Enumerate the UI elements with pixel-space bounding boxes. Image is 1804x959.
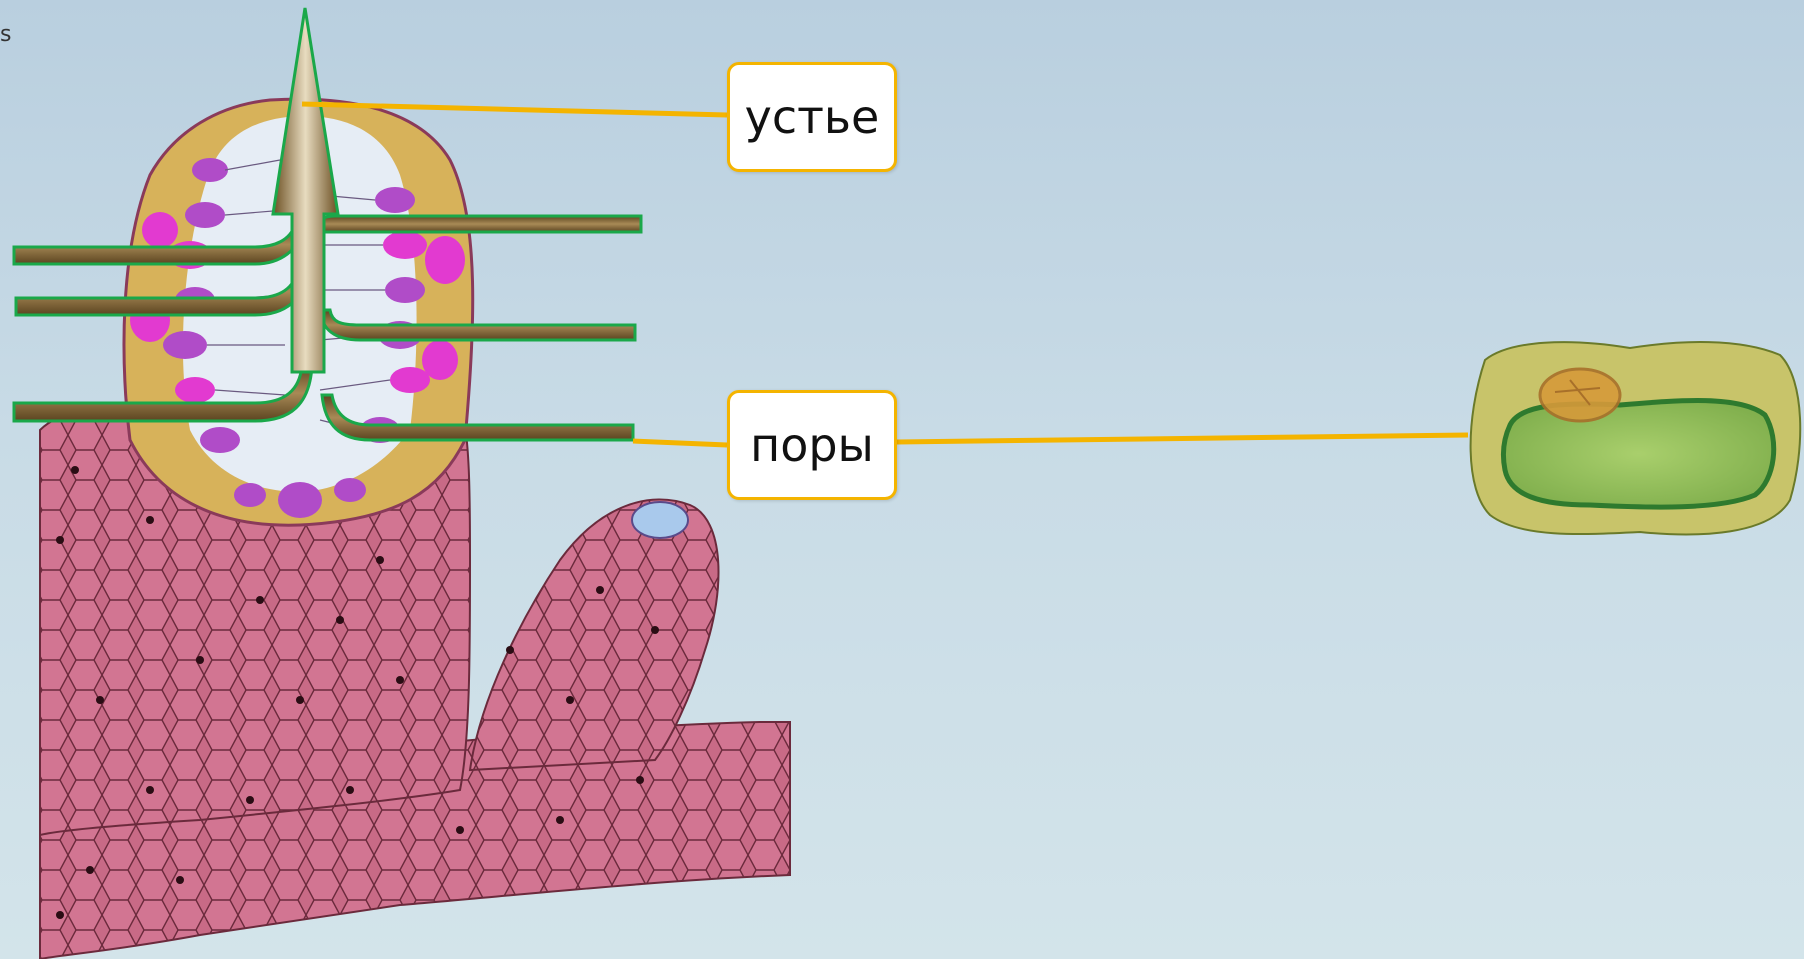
canal-right-1 xyxy=(313,216,641,232)
leader-line-pores-right xyxy=(897,435,1468,442)
bud-osculum xyxy=(632,502,688,538)
porocyte-nucleus xyxy=(1540,369,1620,421)
porocyte-cell xyxy=(1471,342,1801,534)
label-mouth: устье xyxy=(727,62,897,172)
label-pores: поры xyxy=(727,390,897,500)
porocyte-inner xyxy=(1503,401,1773,508)
leader-line-pores-left xyxy=(633,441,727,445)
